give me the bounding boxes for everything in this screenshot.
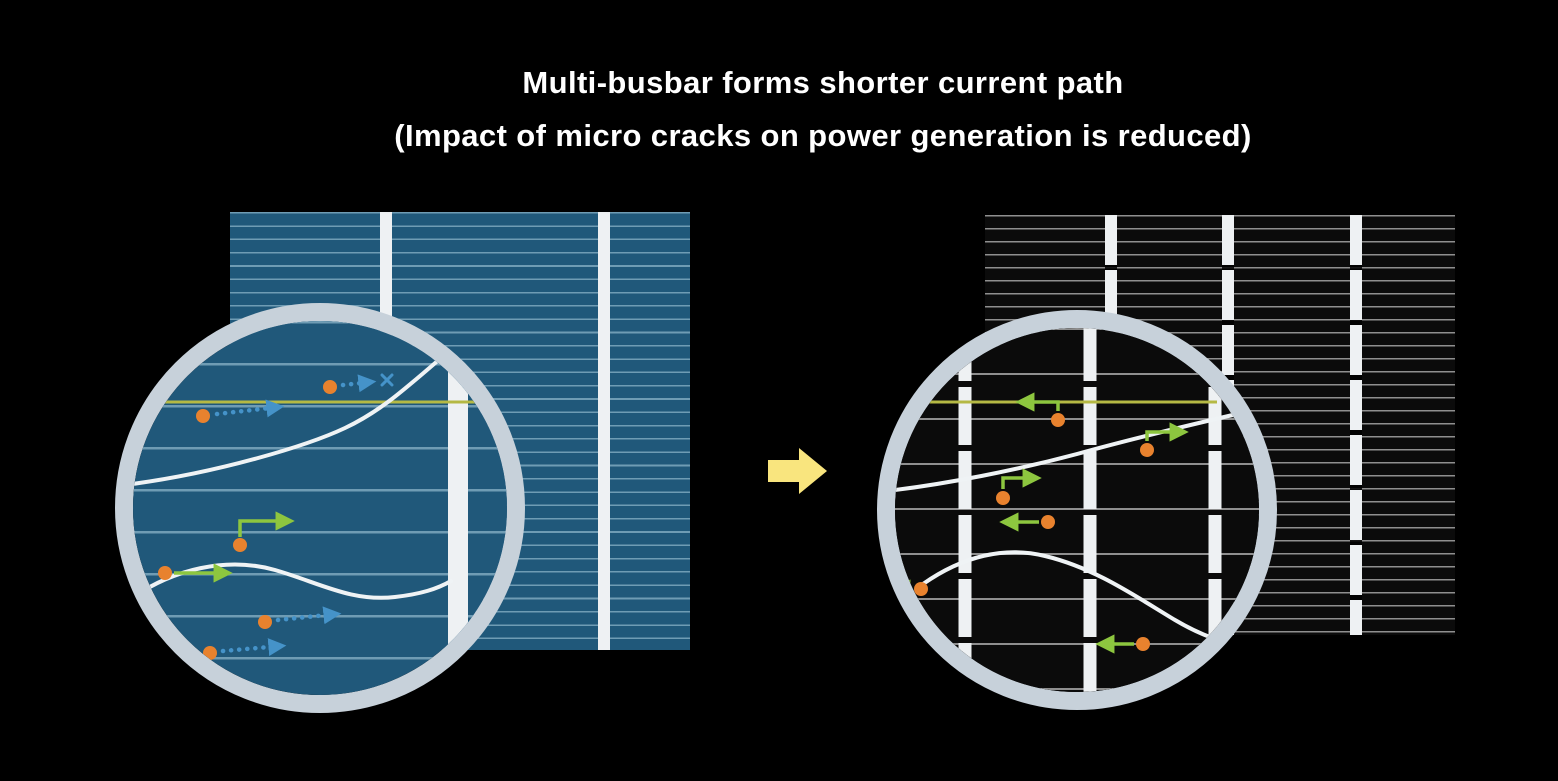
electron-dot <box>323 380 337 394</box>
busbar-vertical <box>598 212 610 650</box>
electron-dot <box>203 646 217 660</box>
long-current-path-group <box>196 373 394 660</box>
short-current-path-group <box>158 511 295 583</box>
blue-dotted-arrow <box>340 374 377 393</box>
left-magnifier-overlay <box>133 321 507 695</box>
right-magnifier-view <box>895 328 1259 692</box>
blue-dotted-arrow <box>275 606 342 625</box>
right-magnifier <box>877 310 1277 710</box>
blue-dotted-arrow <box>220 638 287 657</box>
electron-dot <box>196 409 210 423</box>
micro-crack-line <box>133 562 453 600</box>
left-magnifier <box>115 303 525 713</box>
electron-dot <box>1051 413 1065 427</box>
electron-dot <box>1136 637 1150 651</box>
short-current-path-group <box>895 392 1189 654</box>
green-elbow-arrow <box>1145 422 1189 442</box>
transition-arrow-icon <box>768 448 827 494</box>
electron-dot <box>914 582 928 596</box>
micro-crack-line <box>895 412 1239 493</box>
page-title: Multi-busbar forms shorter current path … <box>44 56 1558 163</box>
green-elbow-arrow <box>238 511 295 537</box>
title-line-2: (Impact of micro cracks on power generat… <box>394 118 1252 154</box>
green-elbow-arrow <box>1001 468 1042 489</box>
electron-dot <box>233 538 247 552</box>
left-magnifier-view <box>133 321 507 695</box>
electron-dot <box>996 491 1010 505</box>
title-line-1: Multi-busbar forms shorter current path <box>522 65 1124 100</box>
right-magnifier-overlay <box>895 328 1239 692</box>
micro-crack-line <box>921 550 1239 647</box>
magnified-busbar <box>448 321 468 695</box>
right-block-arrow-shape <box>768 448 827 494</box>
busbar-vertical <box>1350 215 1362 635</box>
micro-crack-line <box>133 349 451 486</box>
electron-dot <box>1041 515 1055 529</box>
blocked-path-x-icon <box>380 373 394 387</box>
electron-dot <box>1140 443 1154 457</box>
electron-dot <box>258 615 272 629</box>
green-elbow-arrow <box>1015 392 1060 412</box>
electron-dot <box>158 566 172 580</box>
blue-dotted-arrow <box>214 399 285 418</box>
